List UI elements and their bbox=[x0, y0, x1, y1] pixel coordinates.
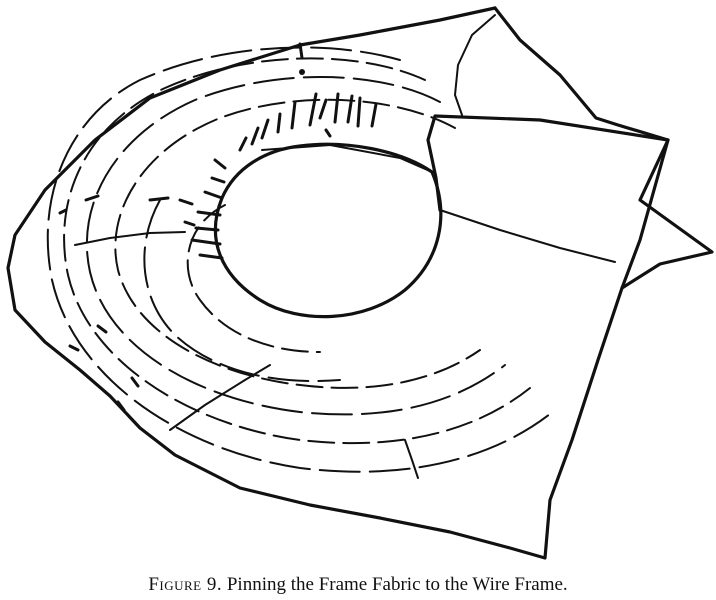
fabric-diagonal-line bbox=[440, 210, 615, 262]
stitch-ring-6 bbox=[144, 200, 340, 381]
radial-line-right bbox=[405, 440, 418, 478]
caption-label: Figure 9. bbox=[148, 574, 222, 595]
illustration-pinning-frame-fabric bbox=[0, 0, 716, 570]
caption-text: Pinning the Frame Fabric to the Wire Fra… bbox=[227, 574, 568, 595]
wire-frame-opening bbox=[215, 144, 440, 316]
stitch-ring-1 bbox=[115, 100, 480, 388]
pins-top bbox=[240, 44, 376, 150]
radial-line-left bbox=[75, 232, 185, 245]
fabric-crease bbox=[455, 15, 495, 115]
stitch-ring-5 bbox=[188, 205, 320, 352]
fabric-back-flap bbox=[495, 8, 712, 288]
figure-caption: Figure 9. Pinning the Frame Fabric to th… bbox=[0, 570, 716, 600]
fabric-outer-outline bbox=[8, 8, 668, 558]
pins-outer-left bbox=[60, 196, 168, 410]
stitch-ring-2 bbox=[87, 77, 505, 414]
